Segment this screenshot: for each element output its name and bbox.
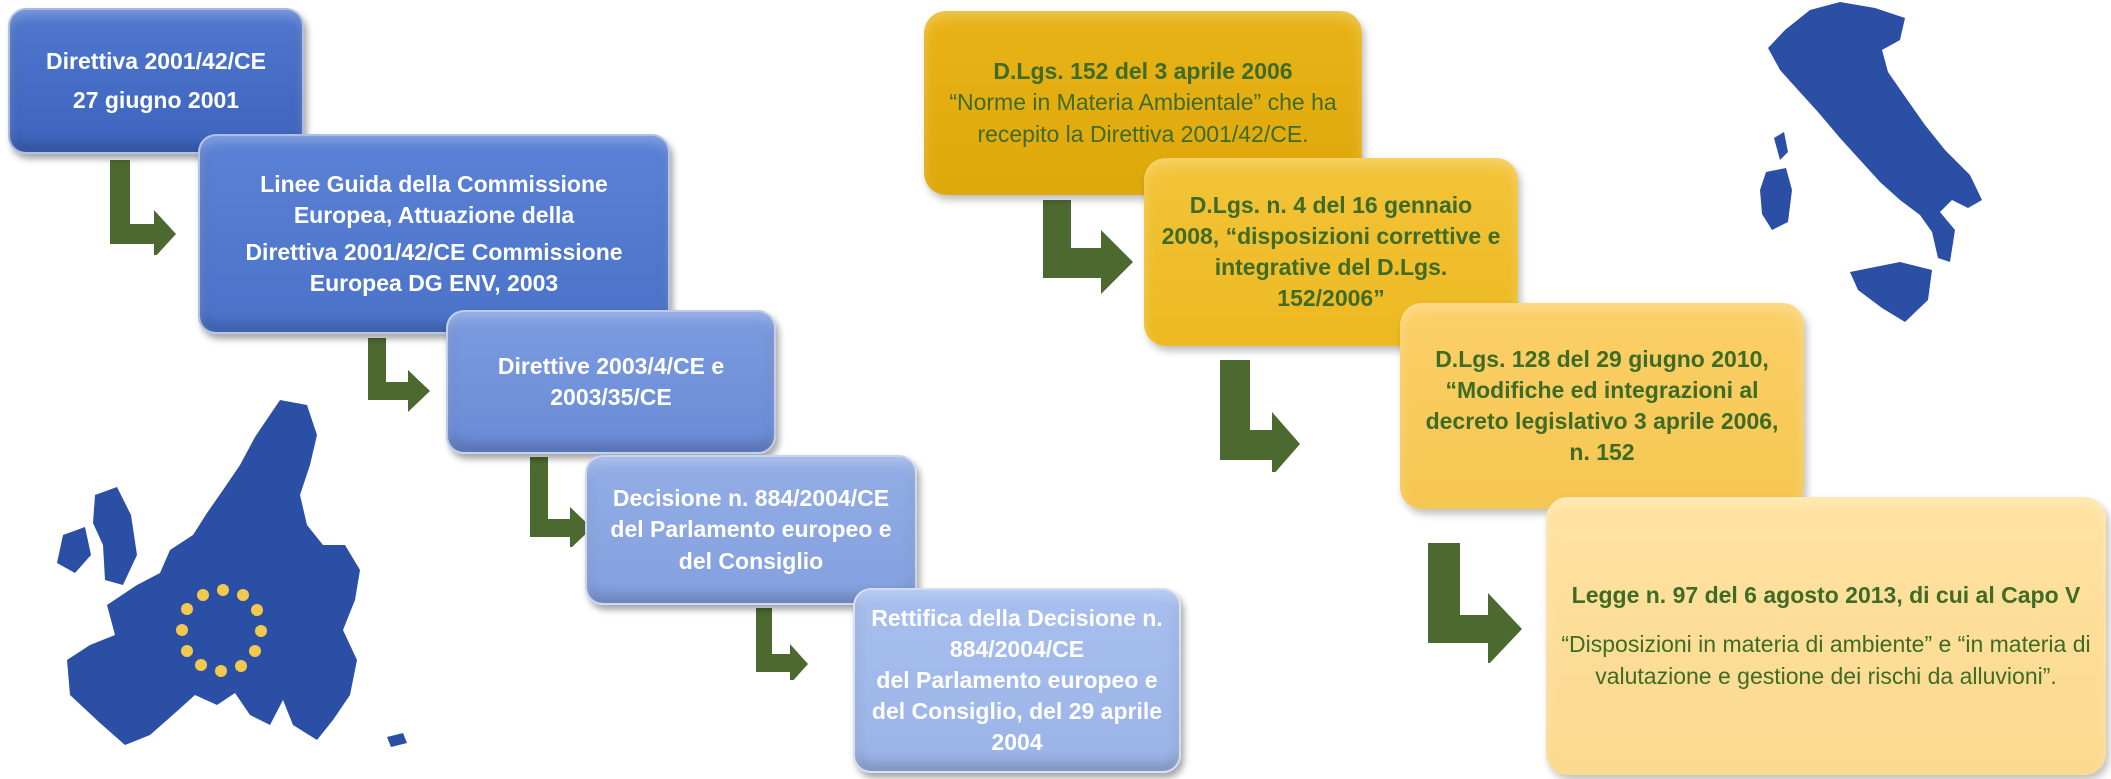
- cyprus: [387, 733, 407, 747]
- it-box-4-line2: “Disposizioni in materia di ambiente” e …: [1561, 631, 2091, 689]
- eu-box-2-line1: Linee Guida della Commissione Europea, A…: [260, 170, 608, 228]
- arrow-5: [1043, 200, 1133, 294]
- eu-box-3-line1: Direttive 2003/4/CE e 2003/35/CE: [497, 352, 725, 410]
- eu-box-decisione-884: Decisione n. 884/2004/CE del Parlamento …: [585, 455, 917, 605]
- arrow-2: [368, 338, 430, 412]
- italy-mainland: [1768, 2, 1982, 262]
- sardinia: [1760, 168, 1792, 230]
- it-box-1-line2: “Norme in Materia Ambientale” che ha rec…: [949, 89, 1337, 147]
- eu-stars-icon: [176, 584, 267, 677]
- corsica: [1774, 132, 1788, 160]
- eu-box-5-line2: del Parlamento europeo e del Consiglio, …: [871, 666, 1163, 756]
- ireland: [57, 527, 91, 573]
- it-box-2-line1: D.Lgs. n. 4 del 16 gennaio 2008, “dispos…: [1161, 191, 1501, 312]
- it-box-1-line1: D.Lgs. 152 del 3 aprile 2006: [993, 58, 1293, 85]
- it-box-3-line1: D.Lgs. 128 del 29 giugno 2010, “Modifich…: [1425, 345, 1779, 466]
- it-box-4-line1: Legge n. 97 del 6 agosto 2013, di cui al…: [1571, 582, 2081, 609]
- arrow-4: [756, 608, 808, 680]
- it-box-dlgs-128-2010: D.Lgs. 128 del 29 giugno 2010, “Modifich…: [1400, 303, 1804, 509]
- eu-box-1-line1: Direttiva 2001/42/CE: [46, 47, 266, 74]
- arrow-3: [530, 457, 592, 547]
- eu-box-2-line2: Direttiva 2001/42/CE Commissione Europea…: [245, 239, 623, 297]
- arrow-1: [110, 160, 176, 255]
- italy-map: [1760, 2, 1982, 322]
- eu-box-linee-guida: Linee Guida della Commissione Europea, A…: [198, 134, 670, 334]
- eu-box-1-line2: 27 giugno 2001: [72, 87, 240, 113]
- eu-box-5-line1: Rettifica della Decisione n. 884/2004/CE: [871, 604, 1163, 662]
- eu-mainland: [67, 400, 360, 745]
- europe-map: [57, 400, 407, 747]
- britain: [93, 487, 137, 585]
- sicily: [1850, 262, 1932, 322]
- eu-box-direttive-2003: Direttive 2003/4/CE e 2003/35/CE: [446, 310, 776, 454]
- arrow-6: [1220, 360, 1300, 472]
- eu-box-rettifica: Rettifica della Decisione n. 884/2004/CE…: [853, 588, 1181, 773]
- it-box-legge-97-2013: Legge n. 97 del 6 agosto 2013, di cui al…: [1546, 497, 2106, 775]
- eu-box-4-line1: Decisione n. 884/2004/CE del Parlamento …: [610, 485, 892, 574]
- eu-box-direttiva-2001: Direttiva 2001/42/CE 27 giugno 2001: [8, 8, 304, 154]
- arrow-7: [1428, 543, 1522, 663]
